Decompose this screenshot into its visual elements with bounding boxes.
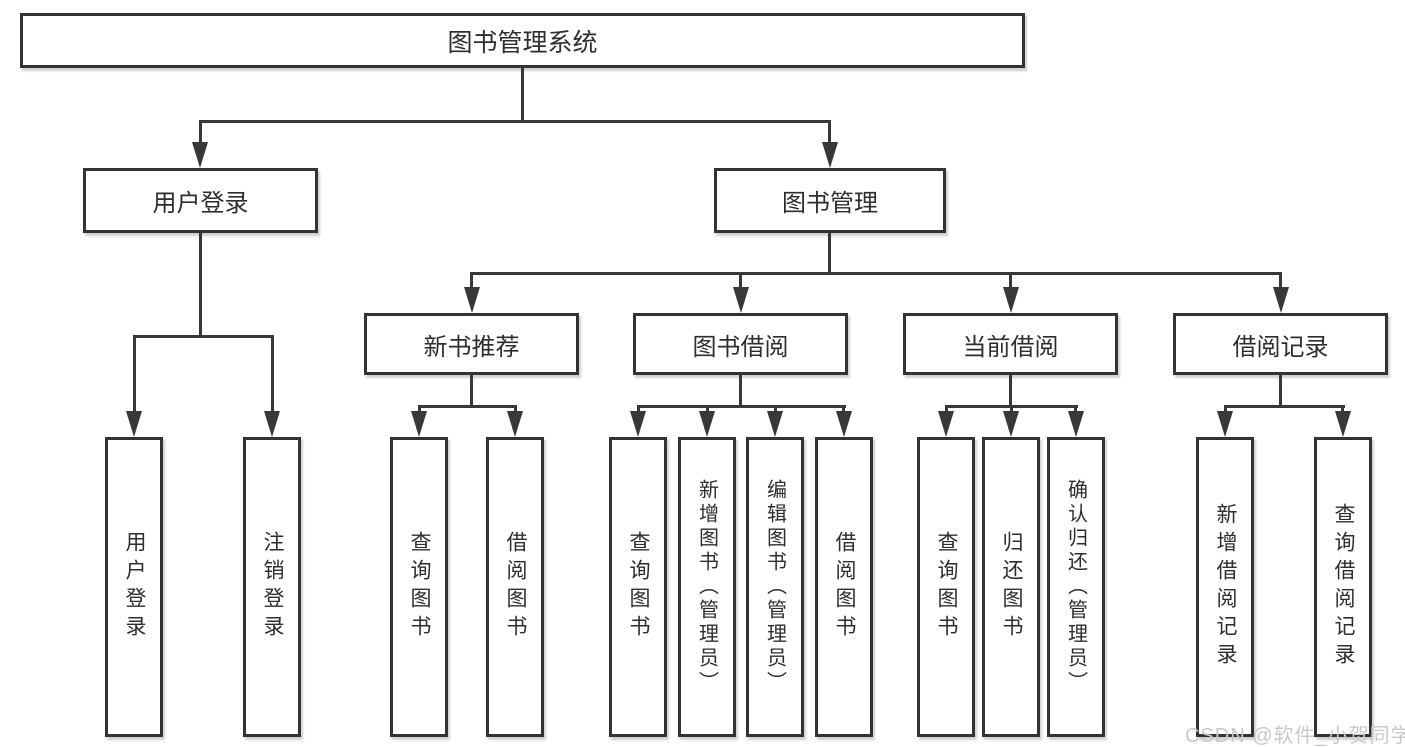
leaf-logout: 注销登录	[243, 437, 301, 737]
node-label: 注销登录	[261, 531, 284, 643]
leaf-query-books-recommend: 查询图书	[390, 437, 448, 737]
leaf-add-books-admin: 新增图书（管理员）	[678, 437, 736, 737]
node-label: 图书管理	[782, 190, 878, 217]
node-label: 查询图书	[627, 531, 650, 643]
connector-level2-branch	[470, 272, 1282, 275]
arrowhead-current-borrowing	[1003, 287, 1019, 313]
connector-stem-book-borrowing	[739, 272, 742, 287]
node-label: 新增图书（管理员）	[695, 479, 718, 695]
node-label: 查询图书	[408, 531, 431, 643]
node-current-borrowing: 当前借阅	[903, 313, 1118, 375]
connector-stem-leaf-user-login	[133, 335, 136, 411]
node-library-management-system: 图书管理系统	[20, 13, 1025, 68]
node-label: 借阅图书	[504, 531, 527, 643]
node-label: 确认归还（管理员）	[1064, 479, 1087, 695]
arrowhead-leaf-user-login	[126, 411, 142, 437]
connector-user-login-branch	[133, 335, 274, 338]
connector-book-management-stem	[828, 233, 831, 272]
arrowhead	[767, 411, 783, 437]
leaf-query-books-borrowing: 查询图书	[609, 437, 667, 737]
arrowhead	[1335, 411, 1351, 437]
node-label: 用户登录	[152, 190, 249, 217]
arrowhead-book-management	[822, 142, 838, 168]
connector-stem	[706, 405, 709, 413]
connector-stem	[637, 405, 640, 413]
leaf-borrow-books-borrowing: 借阅图书	[815, 437, 873, 737]
node-new-book-recommendation: 新书推荐	[364, 313, 579, 375]
arrowhead	[1068, 411, 1084, 437]
connector-new-book-stem	[470, 375, 473, 405]
node-label: 查询图书	[935, 531, 958, 643]
leaf-query-borrow-record: 查询借阅记录	[1314, 437, 1372, 737]
arrowhead	[836, 411, 852, 437]
node-book-borrowing: 图书借阅	[633, 313, 848, 375]
connector-stem	[1010, 405, 1013, 413]
connector-stem-borrowing-records	[1279, 272, 1282, 287]
connector-current-borrowing-stem	[1009, 375, 1012, 405]
node-user-login: 用户登录	[83, 168, 318, 233]
node-label: 当前借阅	[962, 333, 1059, 361]
connector-stem	[1074, 405, 1077, 413]
node-label: 借阅图书	[833, 531, 856, 643]
connector-stem	[1341, 405, 1344, 413]
connector-stem	[774, 405, 777, 413]
leaf-query-books-current: 查询图书	[917, 437, 975, 737]
connector-stem-book-management	[828, 120, 831, 144]
arrowhead-borrowing-records	[1273, 287, 1289, 313]
node-label: 归还图书	[1000, 531, 1023, 643]
node-borrowing-records: 借阅记录	[1173, 313, 1388, 375]
node-label: 编辑图书（管理员）	[763, 479, 786, 695]
leaf-borrow-books-recommend: 借阅图书	[486, 437, 544, 737]
connector-level1-branch	[199, 120, 831, 123]
node-label: 查询借阅记录	[1332, 503, 1355, 671]
node-label: 新增借阅记录	[1214, 503, 1237, 671]
leaf-edit-books-admin: 编辑图书（管理员）	[746, 437, 804, 737]
arrowhead	[1217, 411, 1233, 437]
node-label: 图书借阅	[692, 333, 789, 361]
arrowhead	[699, 411, 715, 437]
connector-borrowing-records-branch	[1224, 405, 1345, 408]
connector-stem-new-book	[470, 272, 473, 287]
connector-stem-current-borrowing	[1009, 272, 1012, 287]
leaf-confirm-return-admin: 确认归还（管理员）	[1047, 437, 1105, 737]
connector-stem	[514, 405, 517, 413]
connector-stem	[945, 405, 948, 413]
connector-stem	[1224, 405, 1227, 413]
arrowhead-leaf-logout	[264, 411, 280, 437]
arrowhead-user-login	[192, 142, 208, 168]
connector-root-stem	[521, 68, 524, 120]
node-label: 图书管理系统	[447, 28, 598, 57]
connector-stem	[418, 405, 421, 413]
leaf-return-books: 归还图书	[982, 437, 1040, 737]
connector-new-book-branch	[418, 405, 517, 408]
node-label: 借阅记录	[1232, 333, 1329, 361]
arrowhead	[1003, 411, 1019, 437]
connector-stem-leaf-logout	[271, 335, 274, 411]
arrowhead	[507, 411, 523, 437]
arrowhead	[630, 411, 646, 437]
node-book-management: 图书管理	[714, 168, 946, 233]
connector-stem	[842, 405, 845, 413]
csdn-watermark: CSDN @软件_小贺同学	[1185, 725, 1405, 747]
arrowhead	[411, 411, 427, 437]
connector-borrowing-records-stem	[1279, 375, 1282, 405]
connector-book-borrowing-branch	[637, 405, 846, 408]
arrowhead-new-book	[464, 287, 480, 313]
arrowhead	[938, 411, 954, 437]
node-label: 新书推荐	[423, 333, 520, 361]
leaf-user-login: 用户登录	[105, 437, 163, 737]
connector-book-borrowing-stem	[739, 375, 742, 405]
node-label: 用户登录	[123, 531, 146, 643]
arrowhead-book-borrowing	[733, 287, 749, 313]
connector-user-login-stem	[199, 233, 202, 335]
leaf-add-borrow-record: 新增借阅记录	[1196, 437, 1254, 737]
connector-stem-user-login	[199, 120, 202, 144]
